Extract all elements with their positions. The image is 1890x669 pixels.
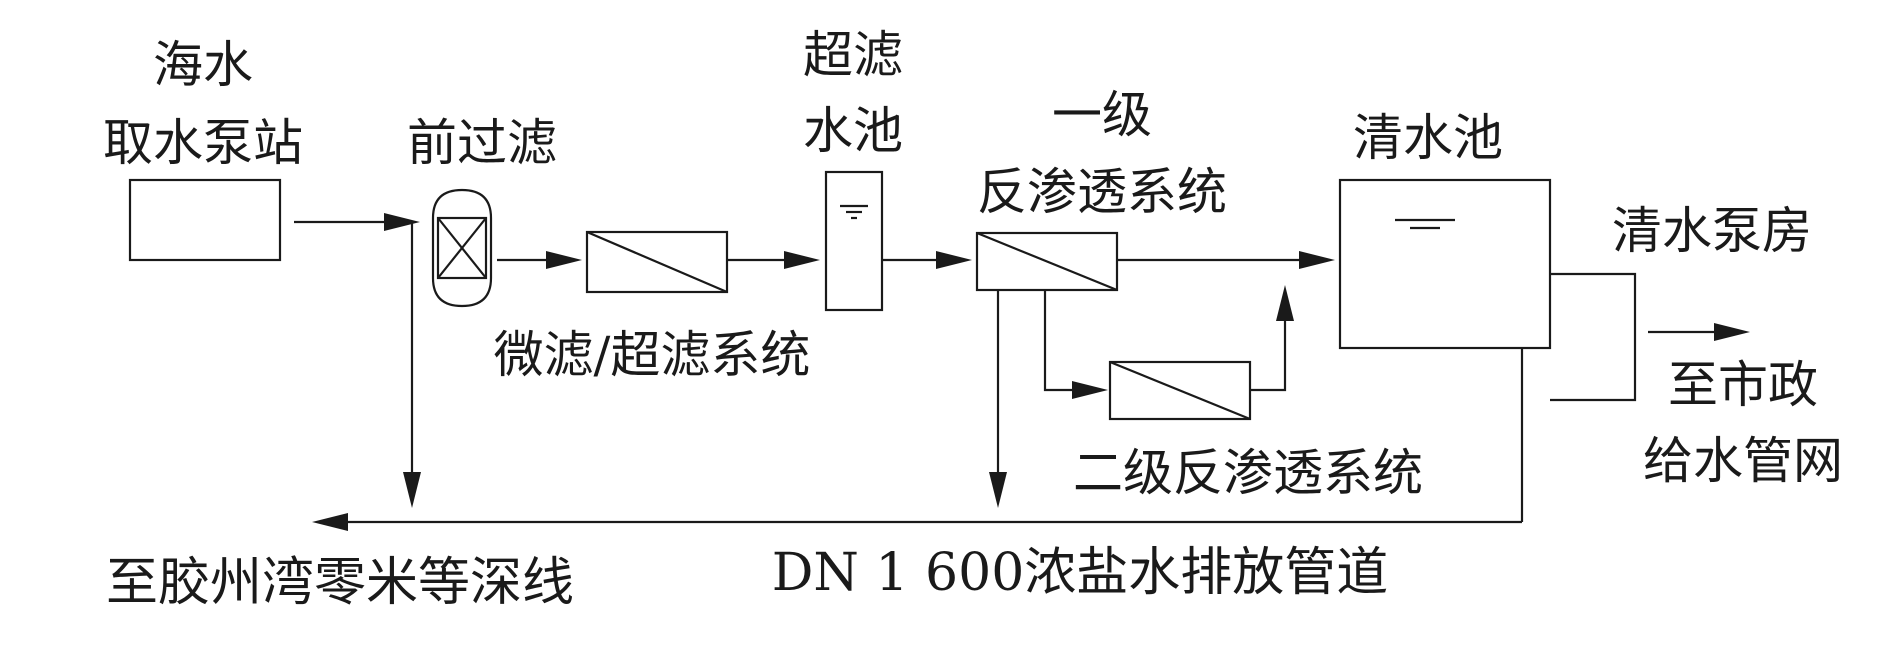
ro2-system-label: 二级反渗透系统: [1073, 444, 1423, 502]
prefilter-label: 前过滤: [407, 114, 557, 172]
uf-tank-label-line1: 超滤: [803, 26, 903, 84]
flow-ro1-to-ro2: [1043, 290, 1078, 392]
flow-ro2-to-permeate-line: [1250, 315, 1287, 392]
arrow-prefilter-to-mfuf: [546, 251, 582, 269]
arrow-prefilter-drain: [403, 472, 421, 508]
municipal-supply-label-line1: 至市政: [1668, 356, 1818, 414]
arrow-brine-discharge: [312, 513, 348, 531]
mf-uf-module: [585, 230, 729, 294]
clear-water-pump-house: [1550, 272, 1637, 402]
outfall-destination-label: 至胶州湾零米等深线: [106, 553, 574, 613]
arrow-to-municipal: [1714, 323, 1750, 341]
arrow-ro1-brine-drop: [989, 472, 1007, 508]
uf-tank-label-line2: 水池: [803, 102, 903, 160]
arrow-uf-tank-to-ro1: [936, 251, 972, 269]
brine-discharge-pipe-label: DN 1 600浓盐水排放管道: [772, 543, 1389, 603]
intake-pump-station-label-line1: 海水: [153, 36, 253, 94]
arrow-mfuf-to-uf-tank: [784, 251, 820, 269]
arrow-ro1-to-clear-tank: [1299, 251, 1335, 269]
clear-water-tank: [1338, 178, 1552, 350]
clear-water-pump-house-label: 清水泵房: [1612, 202, 1812, 260]
clear-water-tank-label: 清水池: [1353, 109, 1503, 167]
ro1-module: [975, 231, 1119, 292]
intake-pump-station-label-line2: 取水泵站: [103, 114, 303, 172]
arrow-ro2-to-permeate-line: [1276, 285, 1294, 321]
municipal-supply-label-line2: 给水管网: [1643, 432, 1843, 490]
intake-pump-station-box: [128, 178, 282, 262]
prefilter-vessel: [431, 188, 493, 308]
mf-uf-system-label: 微滤/超滤系统: [494, 326, 811, 384]
arrow-ro1-to-ro2: [1072, 381, 1108, 399]
ro1-label-line1: 一级: [1052, 86, 1152, 144]
ro1-label-line2: 反渗透系统: [977, 163, 1227, 221]
uf-water-tank: [824, 170, 884, 312]
arrow-intake-to-prefilter: [384, 213, 420, 231]
ro2-module: [1108, 360, 1252, 421]
